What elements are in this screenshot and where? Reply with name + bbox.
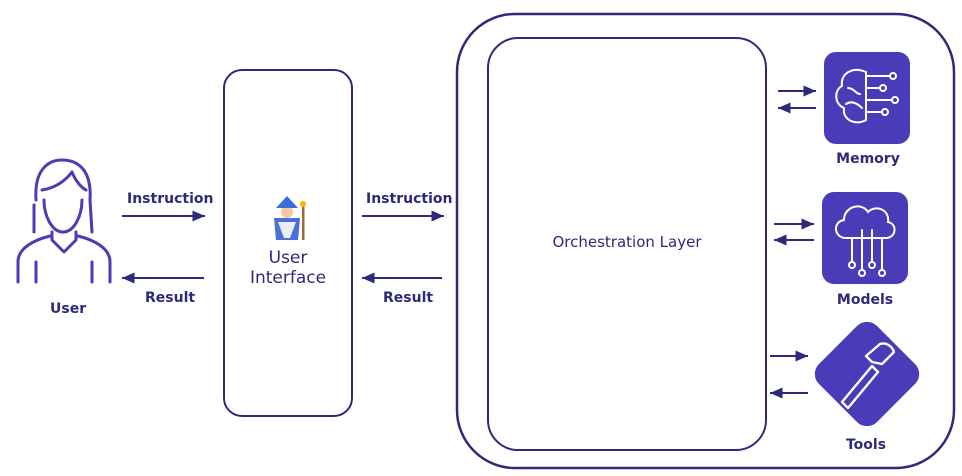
memory-label: Memory xyxy=(836,151,900,167)
edge-label-orch-to-ui: Result xyxy=(383,290,434,306)
user-label: User xyxy=(50,301,87,317)
models-label: Models xyxy=(836,292,894,308)
edge-label-ui-to-orch: Instruction xyxy=(366,191,453,207)
edge-label-user-to-ui: Instruction xyxy=(127,191,214,207)
tools-label: Tools xyxy=(845,437,887,453)
edge-label-ui-to-user: Result xyxy=(145,290,196,306)
orchestration-layer-label: Orchestration Layer xyxy=(552,233,702,251)
user-icon xyxy=(16,158,112,284)
user-interface-label-line1: User xyxy=(268,248,308,268)
system-container xyxy=(455,12,956,470)
hammer-icon xyxy=(814,321,920,427)
user-interface-label-line2: Interface xyxy=(249,268,327,288)
cloud-network-icon xyxy=(822,192,908,284)
wizard-icon xyxy=(274,196,306,240)
user-interface-box xyxy=(223,69,353,417)
brain-circuit-icon xyxy=(824,52,910,144)
orchestration-layer-box xyxy=(487,37,767,451)
